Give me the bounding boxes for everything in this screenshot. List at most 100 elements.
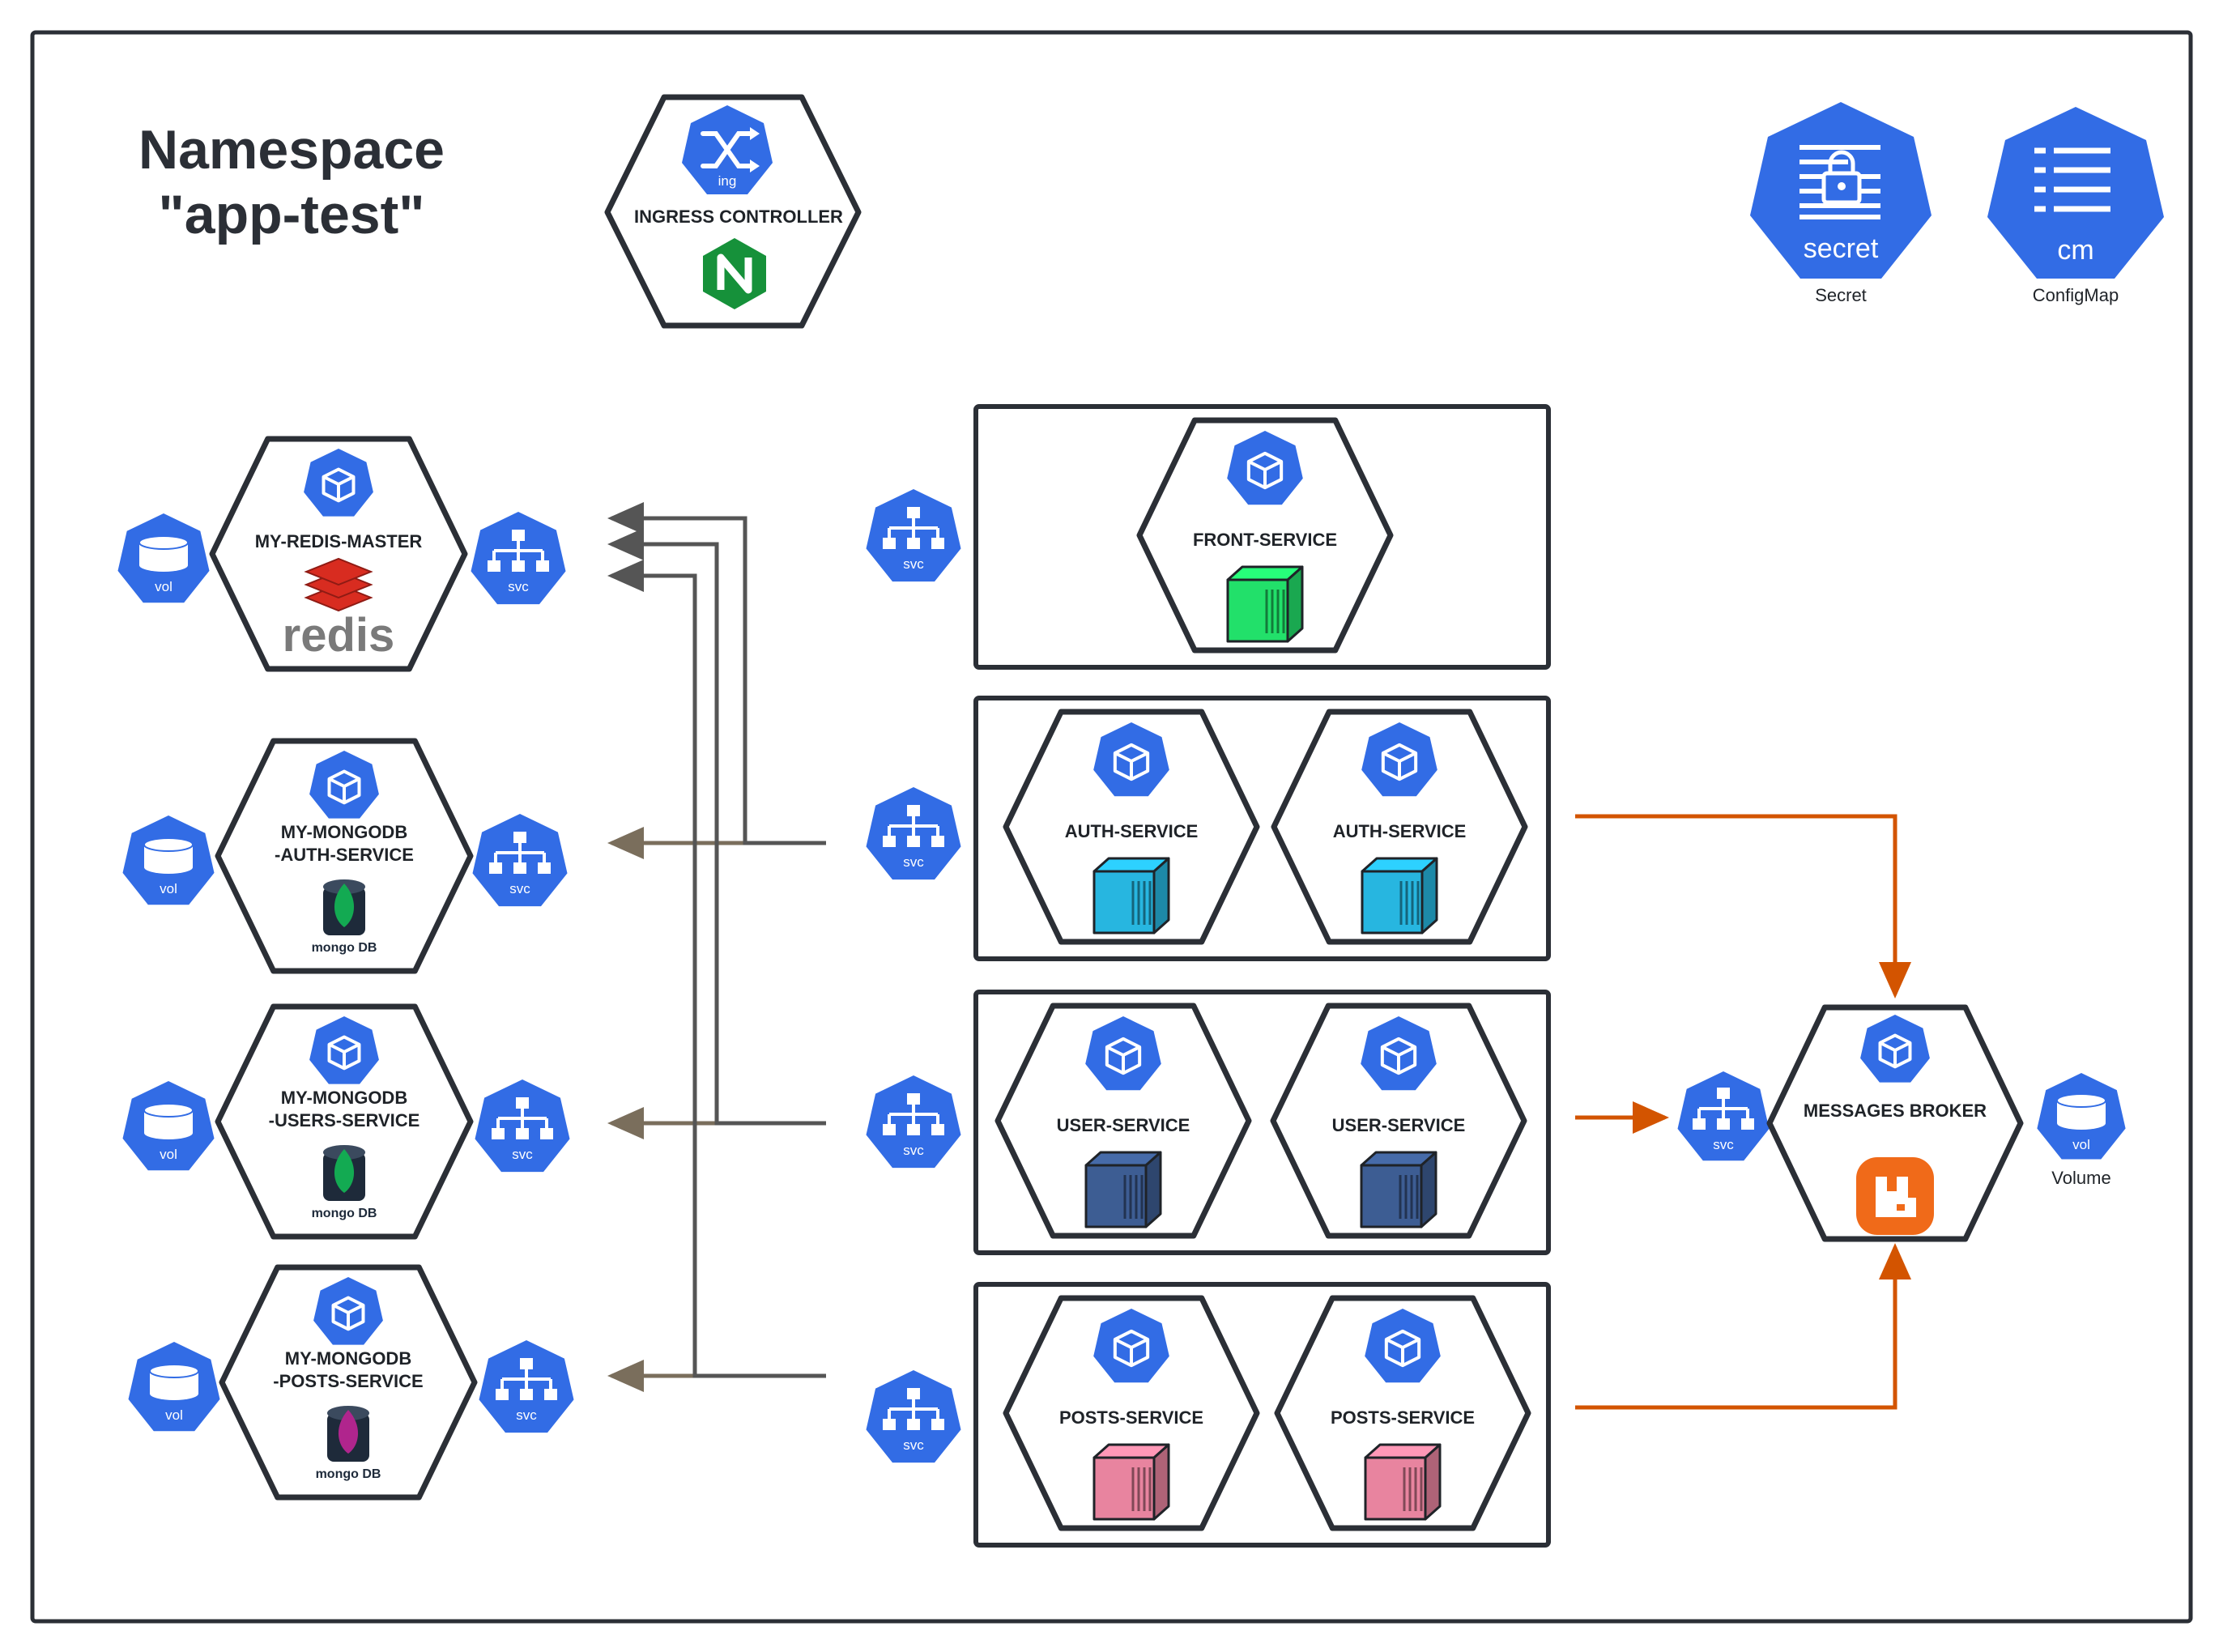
vol-label: vol [160, 1147, 177, 1162]
pod-icon [309, 1016, 379, 1084]
svc-label: svc [508, 579, 529, 594]
ingress-icon-label: ing [718, 173, 737, 189]
pod-icon-shape [1227, 431, 1303, 505]
pod-label: USER-SERVICE [1332, 1115, 1466, 1135]
pod-icon [313, 1277, 383, 1345]
pod-label: AUTH-SERVICE [1333, 821, 1467, 841]
pod-front-1: FRONT-SERVICE [1136, 417, 1394, 654]
pod-cube [1105, 1037, 1142, 1075]
mongodb-leaf [338, 1410, 359, 1454]
pod-hexagon [995, 1003, 1252, 1239]
vol-bottom [150, 1387, 198, 1400]
svc-label: svc [903, 1437, 924, 1453]
pod-icon [309, 751, 379, 819]
container-icon [1360, 1151, 1437, 1228]
namespace-frame [30, 30, 2193, 1624]
svc-lines [888, 1105, 939, 1124]
pod-hexagon [1274, 1295, 1531, 1531]
vol-icon: vol [122, 1081, 215, 1171]
mongodb-leaf [334, 883, 355, 927]
vol-top [143, 1103, 194, 1118]
pod-icon [1085, 1016, 1161, 1091]
vol-icon: vol [2037, 1073, 2126, 1160]
vol-icon: vol [122, 815, 215, 905]
svc-label: svc [1713, 1137, 1734, 1152]
configmap-icon-text: cm [2057, 235, 2093, 266]
vol-label: vol [2072, 1137, 2090, 1152]
pod-hexagon [1136, 417, 1394, 654]
db-label-line1: MY-MONGODB [281, 822, 407, 842]
redis-wordmark: redis [283, 609, 395, 662]
db-hexagon [209, 436, 468, 672]
mongodb-wordmark: mongo DB [312, 1207, 377, 1220]
vol-label: vol [165, 1407, 183, 1423]
ingress-label: INGRESS CONTROLLER [634, 206, 843, 227]
pod-cube [322, 467, 356, 503]
namespace-title-line1: Namespace [138, 119, 445, 181]
vol-label: vol [155, 579, 172, 594]
container-side [1420, 857, 1438, 935]
vol-bottom [144, 861, 193, 874]
svc-node [883, 1419, 896, 1430]
pod-icon-shape [1365, 1309, 1441, 1383]
configmap-icon: cm [1987, 107, 2164, 279]
svc-node-top [512, 530, 525, 541]
vol-label: vol [160, 881, 177, 896]
svc-icon: svc [471, 512, 566, 605]
arrow-auth-to-redis [607, 502, 826, 845]
svc-lines [494, 843, 546, 862]
svc-node-top [907, 805, 920, 816]
volume-caption: Volume [2051, 1168, 2110, 1188]
pod-cube [1113, 1329, 1150, 1368]
ingress-icon: ing [682, 105, 773, 194]
pod-label: POSTS-SERVICE [1331, 1407, 1475, 1428]
svc-lines [500, 1369, 552, 1389]
container-icon [1084, 1151, 1162, 1228]
svc-lines [492, 541, 544, 560]
svc-node-top [907, 1093, 920, 1105]
pod-cube [1246, 451, 1284, 490]
pod-icon-shape [1361, 722, 1437, 797]
container-side [1420, 1151, 1437, 1228]
pod-icon [1227, 431, 1303, 505]
vol-bottom [139, 559, 188, 572]
pod-label: FRONT-SERVICE [1193, 530, 1337, 550]
pod-icon-shape [1361, 1016, 1437, 1091]
mongodb-logo: mongo DB [312, 879, 377, 955]
container-side [1144, 1151, 1162, 1228]
svc-node [907, 538, 920, 549]
mongodb-leaf [334, 1149, 355, 1193]
secret-icon-text: secret [1804, 233, 1879, 264]
arrow-posts-to-redis [607, 560, 826, 1378]
mongodb-wordmark: mongo DB [312, 941, 377, 955]
svc-node [492, 1128, 505, 1139]
db-label-line1: MY-MONGODB [281, 1088, 407, 1108]
db-label-line2: -POSTS-SERVICE [273, 1371, 423, 1391]
mongodb-logo: mongo DB [316, 1406, 381, 1481]
vol-bottom [144, 1126, 193, 1139]
vol-top [149, 1364, 199, 1378]
vol-top [138, 535, 189, 550]
pod-cube [1380, 1037, 1417, 1075]
container-icon [1092, 857, 1170, 935]
pod-icon [1365, 1309, 1441, 1383]
container-icon [1361, 857, 1438, 935]
pod-cube [1381, 743, 1418, 781]
arrow-user-to-redis [607, 528, 826, 1126]
pod-cube [327, 769, 361, 805]
mongodb-logo: mongo DB [312, 1145, 377, 1220]
svc-icon: svc [1677, 1071, 1770, 1161]
pod-label: AUTH-SERVICE [1065, 821, 1199, 841]
pod-hexagon [1271, 709, 1528, 945]
service-front: svc FRONT-SERVICE [866, 404, 1551, 670]
mongodb-wordmark: mongo DB [316, 1467, 381, 1481]
container-side [1286, 565, 1304, 643]
pod-cube [1878, 1033, 1912, 1069]
svc-label: svc [903, 556, 924, 572]
rabbitmq-logo [1856, 1157, 1934, 1235]
pod-icon-shape [1093, 722, 1169, 797]
